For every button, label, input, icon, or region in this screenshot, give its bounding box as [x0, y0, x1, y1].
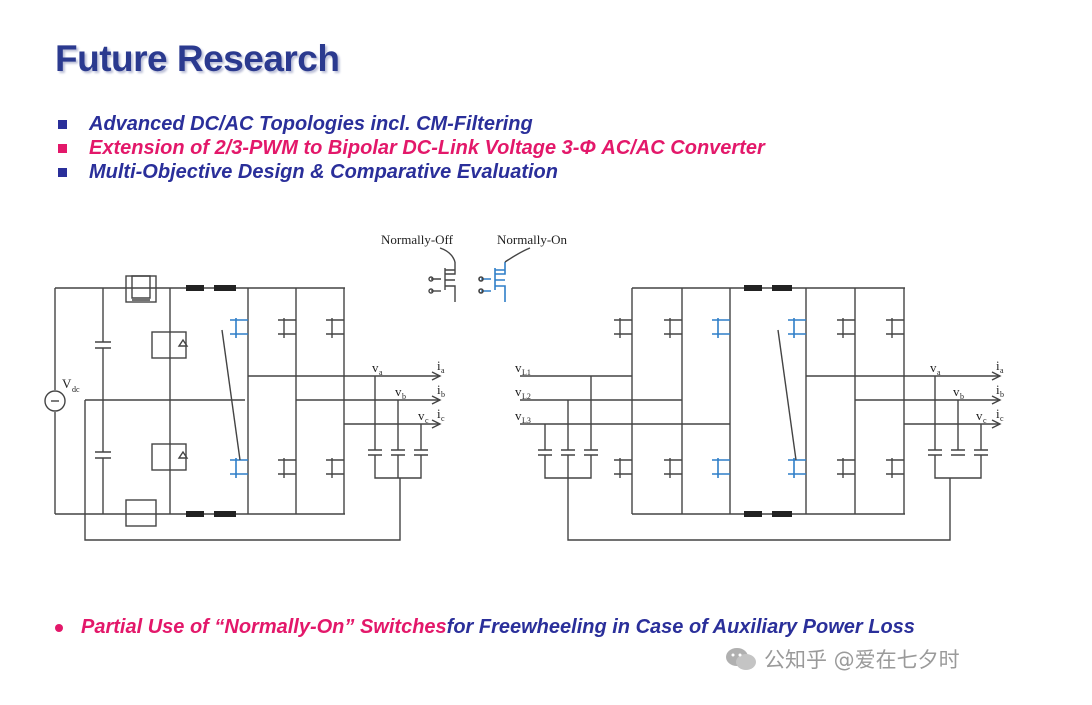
svg-text:v: v	[418, 408, 425, 423]
svg-text:c: c	[983, 416, 987, 425]
square-bullet-icon	[58, 119, 67, 129]
svg-text:L3: L3	[522, 416, 531, 425]
legend-normally-off-symbol	[428, 262, 456, 302]
svg-text:v: v	[930, 360, 937, 375]
footer-part1: Partial Use of “Normally-On” Switches	[81, 616, 447, 638]
square-bullet-icon	[58, 167, 67, 177]
watermark-text: 公知乎 @爱在七夕时	[764, 648, 960, 672]
svg-text:c: c	[441, 414, 445, 423]
svg-text:b: b	[402, 392, 406, 401]
footer-note: Partial Use of “Normally-On” Switches fo…	[55, 616, 915, 639]
wechat-icon	[726, 648, 756, 670]
svg-text:a: a	[379, 368, 383, 377]
svg-text:b: b	[1000, 390, 1004, 399]
bullet-item: Advanced DC/AC Topologies incl. CM-Filte…	[58, 112, 765, 136]
legend-normally-on-label: Normally-On	[497, 232, 568, 247]
dc-source-icon	[44, 390, 66, 412]
vdc-label: V	[62, 376, 72, 391]
svg-text:b: b	[960, 392, 964, 401]
svg-text:a: a	[441, 366, 445, 375]
legend-normally-off-label: Normally-Off	[381, 232, 454, 247]
bullet-list: Advanced DC/AC Topologies incl. CM-Filte…	[58, 112, 765, 184]
svg-text:L1: L1	[522, 368, 531, 377]
svg-text:v: v	[515, 384, 522, 399]
round-bullet-icon	[55, 623, 63, 632]
svg-text:dc: dc	[72, 385, 80, 394]
svg-text:i: i	[437, 406, 441, 421]
bullet-text: Advanced DC/AC Topologies incl. CM-Filte…	[89, 112, 533, 135]
right-converter-circuit	[520, 285, 1002, 541]
svg-text:v: v	[372, 360, 379, 375]
svg-text:a: a	[937, 368, 941, 377]
bullet-text: Extension of 2/3-PWM to Bipolar DC-Link …	[89, 136, 765, 159]
svg-text:i: i	[996, 406, 1000, 421]
footer-part2: for Freewheeling in Case of Auxiliary Po…	[446, 616, 915, 638]
svg-text:a: a	[1000, 366, 1004, 375]
watermark: 公知乎 @爱在七夕时	[724, 644, 960, 674]
bullet-item: Multi-Objective Design & Comparative Eva…	[58, 160, 765, 184]
svg-text:i: i	[996, 358, 1000, 373]
legend-normally-on-symbol	[478, 262, 506, 302]
svg-text:b: b	[441, 390, 445, 399]
svg-text:c: c	[425, 416, 429, 425]
svg-text:c: c	[1000, 414, 1004, 423]
bullet-item: Extension of 2/3-PWM to Bipolar DC-Link …	[58, 136, 765, 160]
left-converter-circuit	[44, 275, 442, 541]
svg-text:v: v	[515, 360, 522, 375]
page-title: Future Research	[55, 38, 340, 79]
bullet-text: Multi-Objective Design & Comparative Eva…	[89, 160, 558, 183]
svg-text:i: i	[996, 382, 1000, 397]
square-bullet-icon	[58, 143, 67, 153]
svg-text:i: i	[437, 382, 441, 397]
svg-text:i: i	[437, 358, 441, 373]
svg-text:v: v	[953, 384, 960, 399]
svg-text:v: v	[515, 408, 522, 423]
svg-text:v: v	[976, 408, 983, 423]
svg-text:v: v	[395, 384, 402, 399]
svg-text:L2: L2	[522, 392, 531, 401]
